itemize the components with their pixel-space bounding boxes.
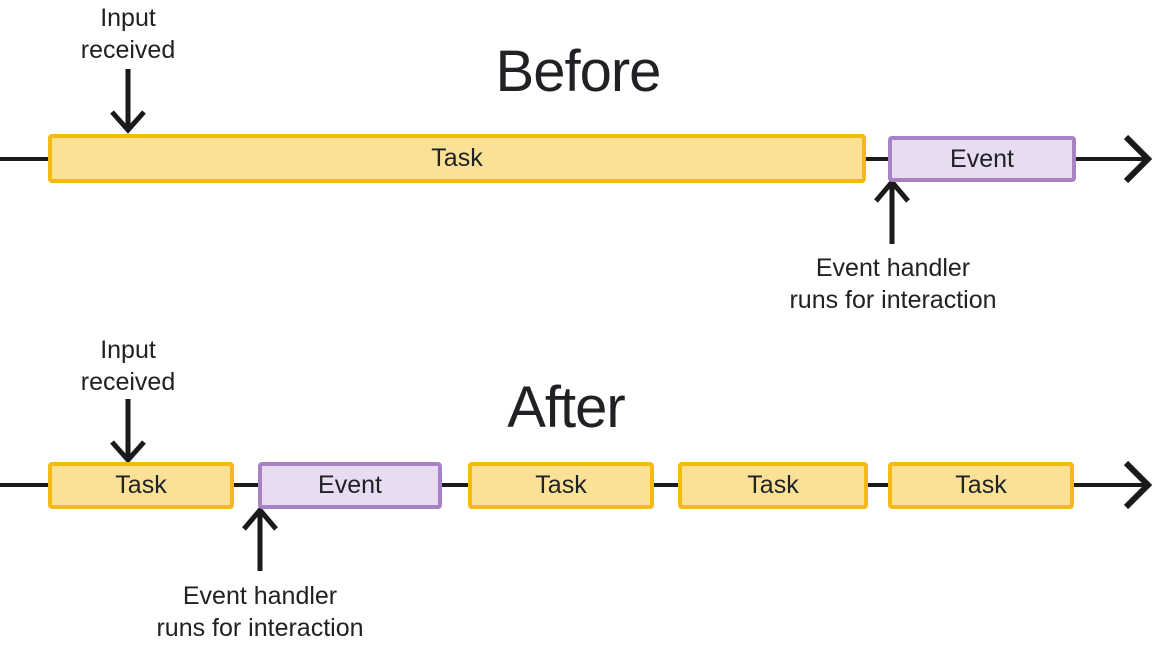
after-event-label: Event [318,471,382,499]
before-input-received-line2: received [80,36,176,64]
after-input-received-line2: received [80,368,176,396]
before-input-received-arrow [110,69,146,134]
after-task-label-3: Task [747,471,799,499]
before-event-handler-line2: runs for interaction [789,286,997,314]
after-event-box: Event [258,462,442,509]
after-input-received-label: Input received [0,334,278,398]
after-event-handler-line1: Event handler [182,582,338,610]
after-event-handler-arrow [242,506,278,571]
after-input-received-line1: Input [100,336,156,364]
before-event-handler-line1: Event handler [815,254,971,282]
before-section-title: Before [495,39,662,104]
after-task-box-1: Task [48,462,234,509]
after-event-handler-line2: runs for interaction [156,614,364,642]
before-event-label: Event [950,144,1014,173]
after-section-title: After [507,375,626,440]
after-task-label-4: Task [955,471,1007,499]
before-input-received-label: Input received [0,2,278,66]
before-event-handler-label: Event handler runs for interaction [743,252,1043,316]
after-task-label-2: Task [535,471,587,499]
before-input-received-line1: Input [100,4,156,32]
before-task-label: Task [431,144,483,172]
after-task-box-2: Task [468,462,654,509]
after-task-box-3: Task [678,462,868,509]
before-event-handler-arrow [874,178,910,244]
after-event-handler-label: Event handler runs for interaction [110,580,410,644]
before-task-box: Task [48,134,866,183]
after-task-box-4: Task [888,462,1074,509]
before-event-box: Event [888,136,1076,182]
after-input-received-arrow [110,399,146,464]
after-task-label-1: Task [115,471,167,499]
